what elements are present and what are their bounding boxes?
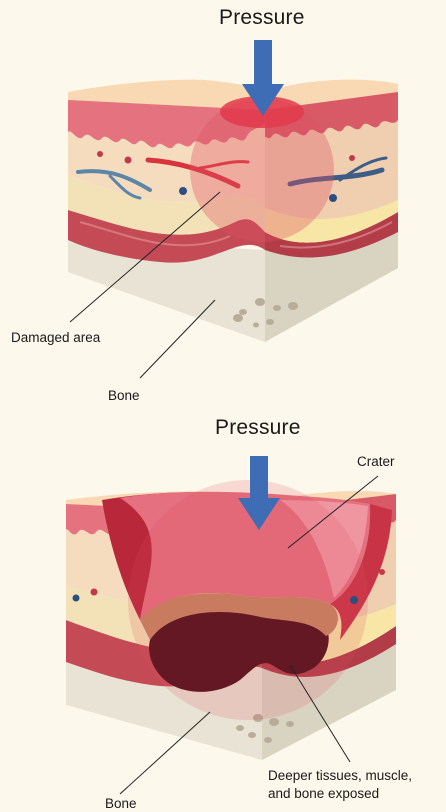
bottom-crater-label: Crater (357, 454, 395, 470)
top-bone-label: Bone (108, 388, 140, 404)
top-bone-leader (140, 300, 215, 378)
bottom-damaged-area (128, 480, 368, 720)
bottom-deeper-label-line2: and bone exposed (268, 786, 379, 802)
top-tissue-block (68, 80, 398, 342)
top-damaged-area-label: Damaged area (11, 330, 100, 346)
top-pressure-title: Pressure (219, 6, 305, 30)
bottom-deeper-label-line1: Deeper tissues, muscle, (268, 768, 412, 784)
bottom-bone-label: Bone (105, 796, 137, 812)
bottom-tissue-block (66, 480, 396, 760)
bottom-pressure-title: Pressure (215, 416, 301, 440)
